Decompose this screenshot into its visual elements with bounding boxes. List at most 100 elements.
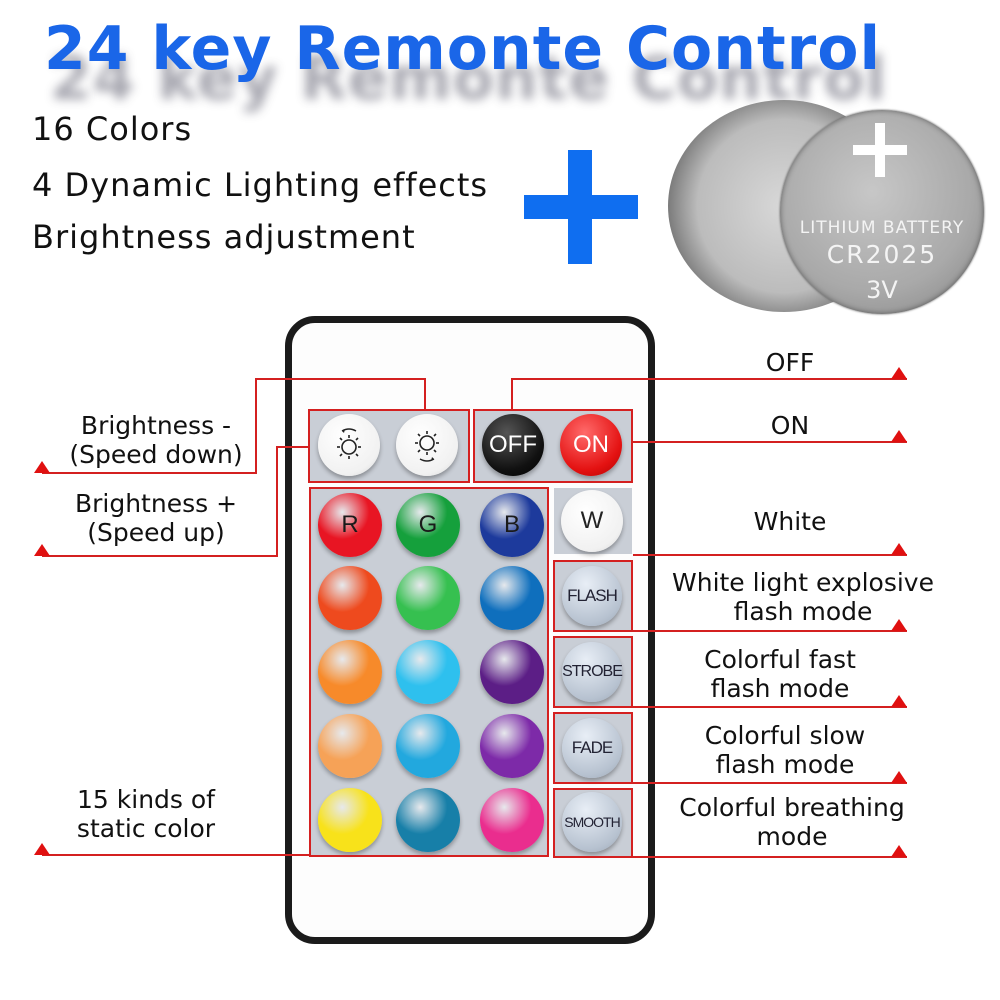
callout-text: White light explosive <box>672 568 934 597</box>
callout-line <box>276 446 308 448</box>
callout-box-power <box>473 409 633 483</box>
flash-callout: White light explosive flash mode <box>648 568 958 626</box>
battery-voltage-label: 3V <box>866 276 898 304</box>
callout-text: 15 kinds of <box>77 785 215 814</box>
color-button-r1-c3[interactable]: B <box>480 493 544 557</box>
callout-text: Colorful fast <box>704 645 856 674</box>
callout-text: Colorful breathing <box>679 793 905 822</box>
callout-box-flash <box>553 560 633 632</box>
callout-line <box>633 856 907 858</box>
callout-line <box>42 472 257 474</box>
callout-text: (Speed down) <box>69 440 243 469</box>
color-button-r4-c2[interactable] <box>396 714 460 778</box>
color-button-r2-c1[interactable] <box>318 566 382 630</box>
color-button-r3-c1[interactable] <box>318 640 382 704</box>
static-color-callout: 15 kinds of static color <box>56 785 236 843</box>
arrow-icon <box>891 619 907 631</box>
color-button-label: R <box>341 511 359 538</box>
color-button-label: G <box>418 511 438 538</box>
color-button-r1-c1[interactable]: R <box>318 493 382 557</box>
color-button-r1-c2[interactable]: G <box>396 493 460 557</box>
arrow-icon <box>891 845 907 857</box>
callout-line <box>633 782 907 784</box>
color-button-r2-c2[interactable] <box>396 566 460 630</box>
callout-line <box>42 854 310 856</box>
callout-text: flash mode <box>715 750 855 779</box>
arrow-icon <box>891 695 907 707</box>
color-button-r3-c3[interactable] <box>480 640 544 704</box>
arrow-icon <box>891 771 907 783</box>
on-button-label: ON <box>573 431 609 458</box>
callout-line <box>42 555 278 557</box>
color-button-r2-c3[interactable] <box>480 566 544 630</box>
callout-line <box>511 378 513 410</box>
arrow-icon <box>34 544 50 556</box>
battery-plus-icon-bar <box>853 145 907 155</box>
smooth-button-label: SMOOTH <box>564 814 620 830</box>
on-button[interactable]: ON <box>560 414 622 476</box>
strobe-callout: Colorful fast flash mode <box>660 645 900 703</box>
callout-line <box>633 630 907 632</box>
arrow-icon <box>891 430 907 442</box>
feature-brightness: Brightness adjustment <box>32 218 416 256</box>
color-button-label: B <box>503 511 520 538</box>
callout-line <box>633 554 907 556</box>
brightness-up-button[interactable] <box>396 414 458 476</box>
callout-line <box>424 378 426 410</box>
flash-button[interactable]: FLASH <box>562 566 622 626</box>
brightness-down-button[interactable] <box>318 414 380 476</box>
white-button[interactable]: W <box>561 490 623 552</box>
callout-box-colors <box>309 487 549 857</box>
on-callout: ON <box>770 411 810 440</box>
callout-line <box>633 706 907 708</box>
callout-text: flash mode <box>710 674 850 703</box>
brightness-plus-callout: Brightness + (Speed up) <box>56 489 256 547</box>
callout-box-brightness <box>308 409 470 483</box>
color-button-r4-c1[interactable] <box>318 714 382 778</box>
callout-box-smooth <box>553 788 633 858</box>
off-button[interactable]: OFF <box>482 414 544 476</box>
page-title: 24 key Remonte Control <box>44 14 882 84</box>
color-button-r5-c1[interactable] <box>318 788 382 852</box>
arrow-icon <box>34 461 50 473</box>
sun-down-icon <box>337 428 361 459</box>
arrow-icon <box>891 543 907 555</box>
battery-model-label: CR2025 <box>826 240 938 269</box>
color-button-r5-c2[interactable] <box>396 788 460 852</box>
arrow-icon <box>891 367 907 379</box>
callout-text: (Speed up) <box>87 518 225 547</box>
callout-text: mode <box>756 822 828 851</box>
feature-dynamic-effects: 4 Dynamic Lighting effects <box>32 166 489 204</box>
arrow-icon <box>34 843 50 855</box>
callout-text: Brightness - <box>80 411 232 440</box>
strobe-button-label: STROBE <box>562 663 623 680</box>
callout-text: static color <box>76 814 216 843</box>
feature-colors: 16 Colors <box>32 110 193 148</box>
color-button-r4-c3[interactable] <box>480 714 544 778</box>
flash-button-label: FLASH <box>567 586 618 605</box>
callout-text: Colorful slow <box>704 721 866 750</box>
battery-type-label: LITHIUM BATTERY <box>799 218 965 238</box>
callout-line <box>255 378 257 474</box>
smooth-button[interactable]: SMOOTH <box>562 792 622 852</box>
color-button-r3-c2[interactable] <box>396 640 460 704</box>
callout-line <box>633 441 907 443</box>
plus-icon-horizontal <box>524 195 638 219</box>
off-callout: OFF <box>765 348 815 377</box>
callout-line <box>511 378 907 380</box>
callout-line <box>276 446 278 556</box>
callout-line <box>255 378 426 380</box>
off-button-label: OFF <box>489 431 537 458</box>
callout-text: flash mode <box>733 597 873 626</box>
fade-callout: Colorful slow flash mode <box>660 721 910 779</box>
sun-up-icon <box>415 431 439 462</box>
callout-box-strobe <box>553 636 633 708</box>
fade-button[interactable]: FADE <box>562 718 622 778</box>
callout-box-fade <box>553 712 633 784</box>
color-button-r5-c3[interactable] <box>480 788 544 852</box>
white-callout: White <box>753 507 827 536</box>
smooth-callout: Colorful breathing mode <box>652 793 932 851</box>
white-button-label: W <box>580 507 604 534</box>
strobe-button[interactable]: STROBE <box>562 642 623 702</box>
brightness-minus-callout: Brightness - (Speed down) <box>56 411 256 469</box>
